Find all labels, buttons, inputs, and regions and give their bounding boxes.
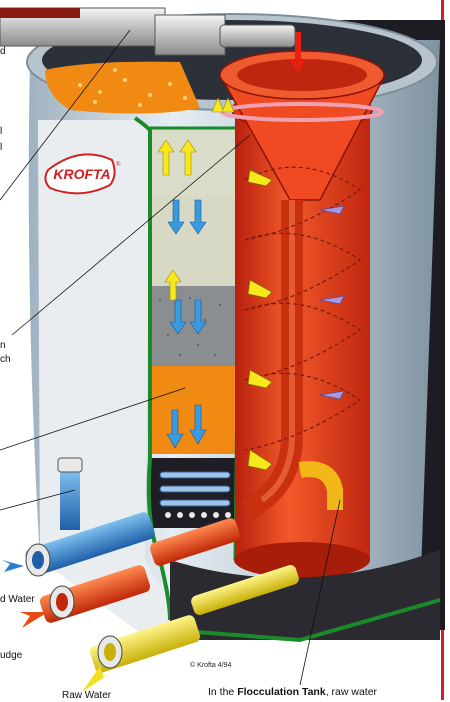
outlet-arrow-icon — [20, 612, 48, 628]
raw-water-label: Raw Water — [62, 690, 111, 702]
registered-mark: ® — [116, 161, 121, 168]
underdrain-assembly — [150, 458, 240, 528]
caption-suffix: , raw water — [326, 686, 377, 698]
side-label-fragment-1: l — [0, 126, 2, 138]
side-label-fragment-2: l — [0, 142, 2, 154]
side-label-top: d — [0, 46, 6, 58]
side-label-fragment-4: ch — [0, 354, 11, 366]
filter-column — [150, 128, 235, 454]
flocculation-caption: In the Flocculation Tank, raw water — [208, 686, 377, 698]
caption-emphasis: Flocculation Tank — [237, 686, 325, 698]
upper-media-layer — [150, 196, 235, 286]
copyright-credit: © Krofta 4/94 — [190, 660, 231, 672]
logo-text: KROFTA — [53, 166, 110, 182]
side-label-fragment-3: n — [0, 340, 6, 352]
treated-water-label: d Water — [0, 594, 35, 606]
sludge-label: udge — [0, 650, 22, 662]
outlet-arrow-icon — [2, 560, 24, 572]
floated-sludge-layer — [45, 62, 200, 114]
caption-prefix: In the — [208, 686, 237, 698]
flocculation-tank — [220, 51, 385, 578]
flocculated-water-layer — [150, 366, 235, 454]
